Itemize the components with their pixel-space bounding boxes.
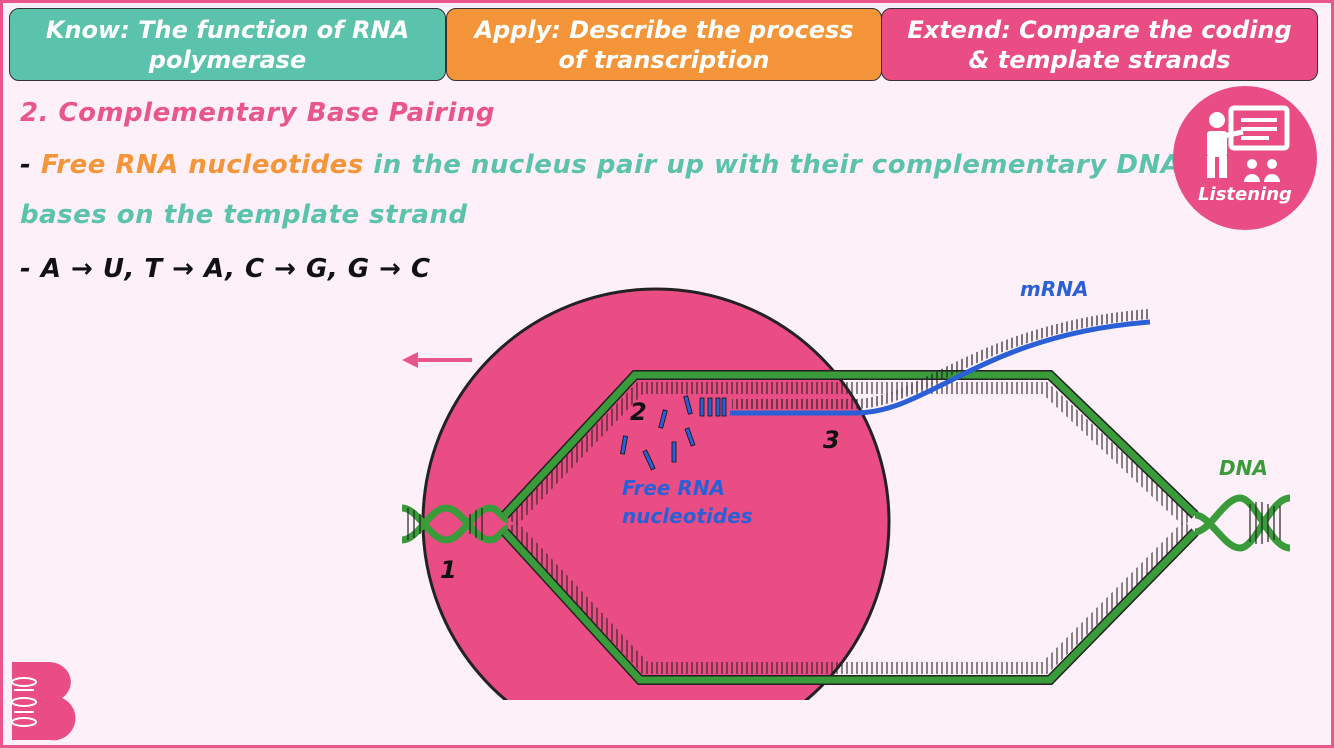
step-3-label: 3 [823, 426, 840, 454]
bullet-base-pairs: - A → U, T → A, C → G, G → C [20, 254, 431, 284]
bullet-continuation: bases on the template strand [20, 200, 468, 230]
objective-know: Know: The function of RNA polymerase [9, 8, 446, 81]
mrna-label: mRNA [1020, 277, 1089, 301]
highlight-free-rna: Free RNA nucleotides [40, 150, 364, 180]
objective-apply-text: Apply: Describe the process of transcrip… [474, 15, 854, 74]
free-nucleotides [620, 395, 727, 471]
mrna-strand [730, 309, 1151, 416]
listening-label: Listening [1198, 184, 1292, 205]
step-2-label: 2 [630, 398, 647, 426]
teacher-presenting-icon [1207, 105, 1290, 182]
transcription-diagram [401, 287, 1291, 700]
dna-helix-left [401, 504, 510, 544]
objective-know-text: Know: The function of RNA polymerase [45, 15, 410, 74]
objective-apply: Apply: Describe the process of transcrip… [446, 8, 882, 81]
objective-extend: Extend: Compare the coding & template st… [881, 8, 1318, 81]
dna-helix-right-rungs [1249, 502, 1281, 544]
section-heading: 2. Complementary Base Pairing [20, 98, 495, 128]
listening-badge: Listening [1173, 86, 1317, 230]
dna-coding-strand [501, 520, 1199, 685]
dna-helix-right [1194, 494, 1291, 552]
free-nucleotides-label: Free RNA nucleotides [622, 476, 753, 528]
b-dna-logo-icon [11, 661, 76, 741]
direction-arrow-icon [402, 352, 472, 368]
dna-helix-left-rungs [407, 508, 483, 540]
step-1-label: 1 [440, 556, 457, 584]
bullet-text: in the nucleus pair up with their comple… [363, 150, 1182, 180]
bullet-dash: - [20, 150, 41, 180]
bullet-free-nucleotides: - Free RNA nucleotides in the nucleus pa… [20, 150, 1181, 180]
dna-template-strand [501, 370, 1199, 527]
objective-extend-text: Extend: Compare the coding & template st… [907, 15, 1292, 74]
dna-label: DNA [1219, 456, 1268, 480]
